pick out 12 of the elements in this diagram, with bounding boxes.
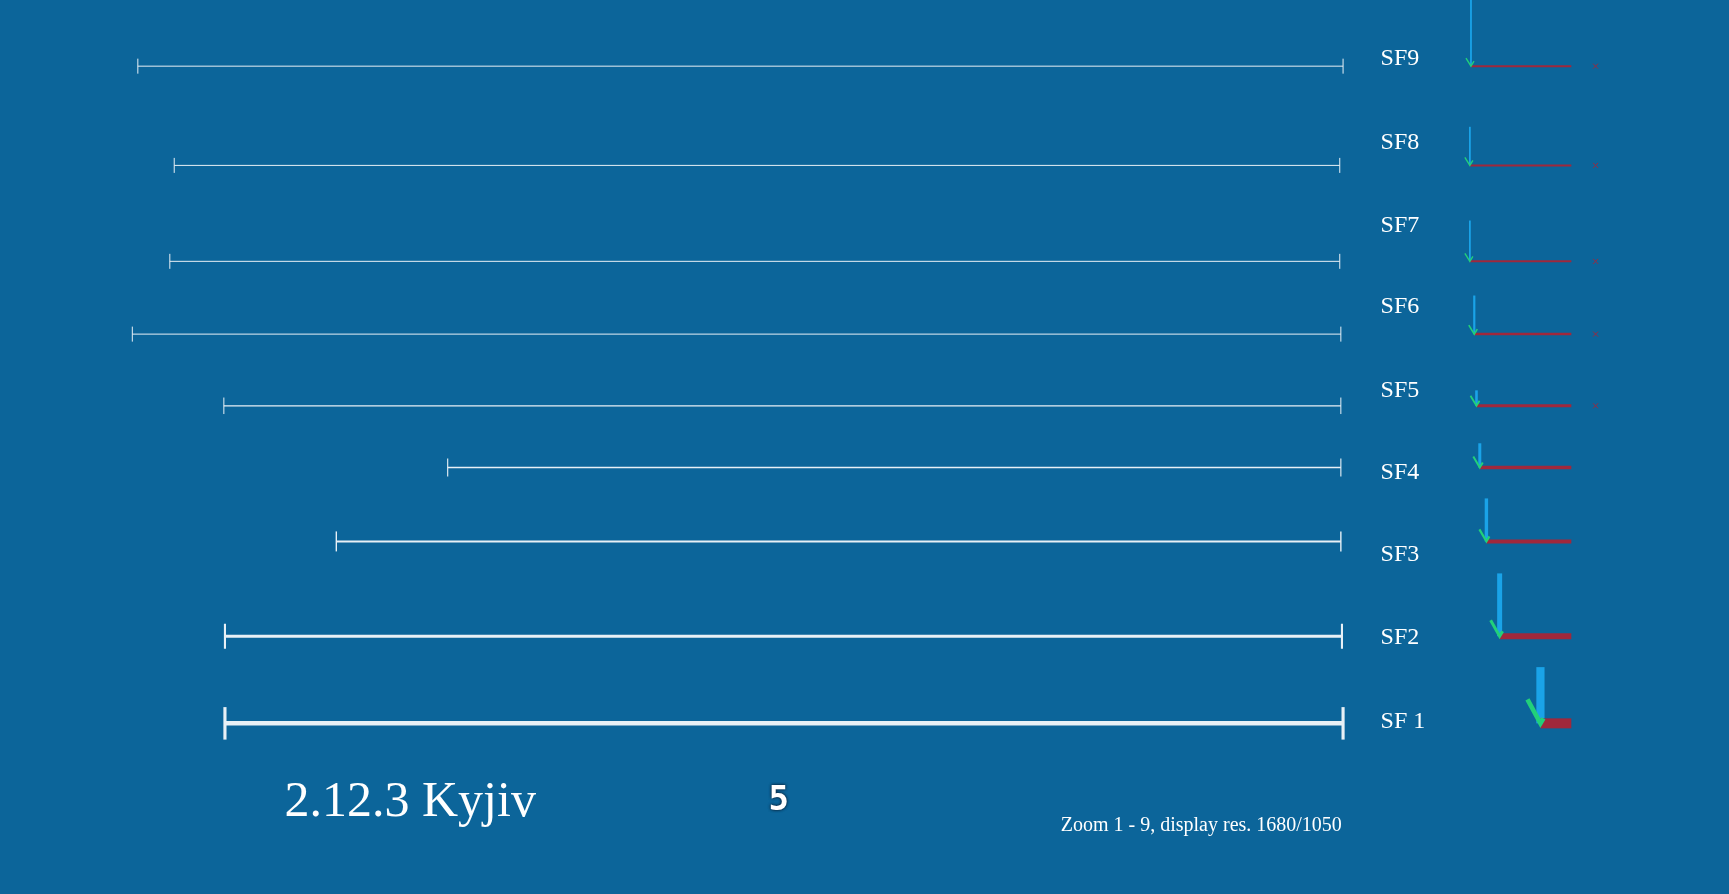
row-label: SF3 [1380,541,1420,566]
row-label: SF 1 [1380,707,1426,732]
row-label: SF8 [1380,129,1420,153]
row-label: SF4 [1380,458,1420,483]
row-label: SF7 [1380,211,1420,236]
row-label: SF5 [1380,377,1420,402]
row-label: SF6 [1380,293,1420,318]
title: 2.12.3 Kyjiv [284,774,536,825]
caption: Zoom 1 - 9, display res. 1680/1050 [1060,813,1342,834]
page-number: 5 [768,780,790,815]
row-label: SF9 [1380,45,1420,70]
row-label: SF2 [1380,624,1420,649]
